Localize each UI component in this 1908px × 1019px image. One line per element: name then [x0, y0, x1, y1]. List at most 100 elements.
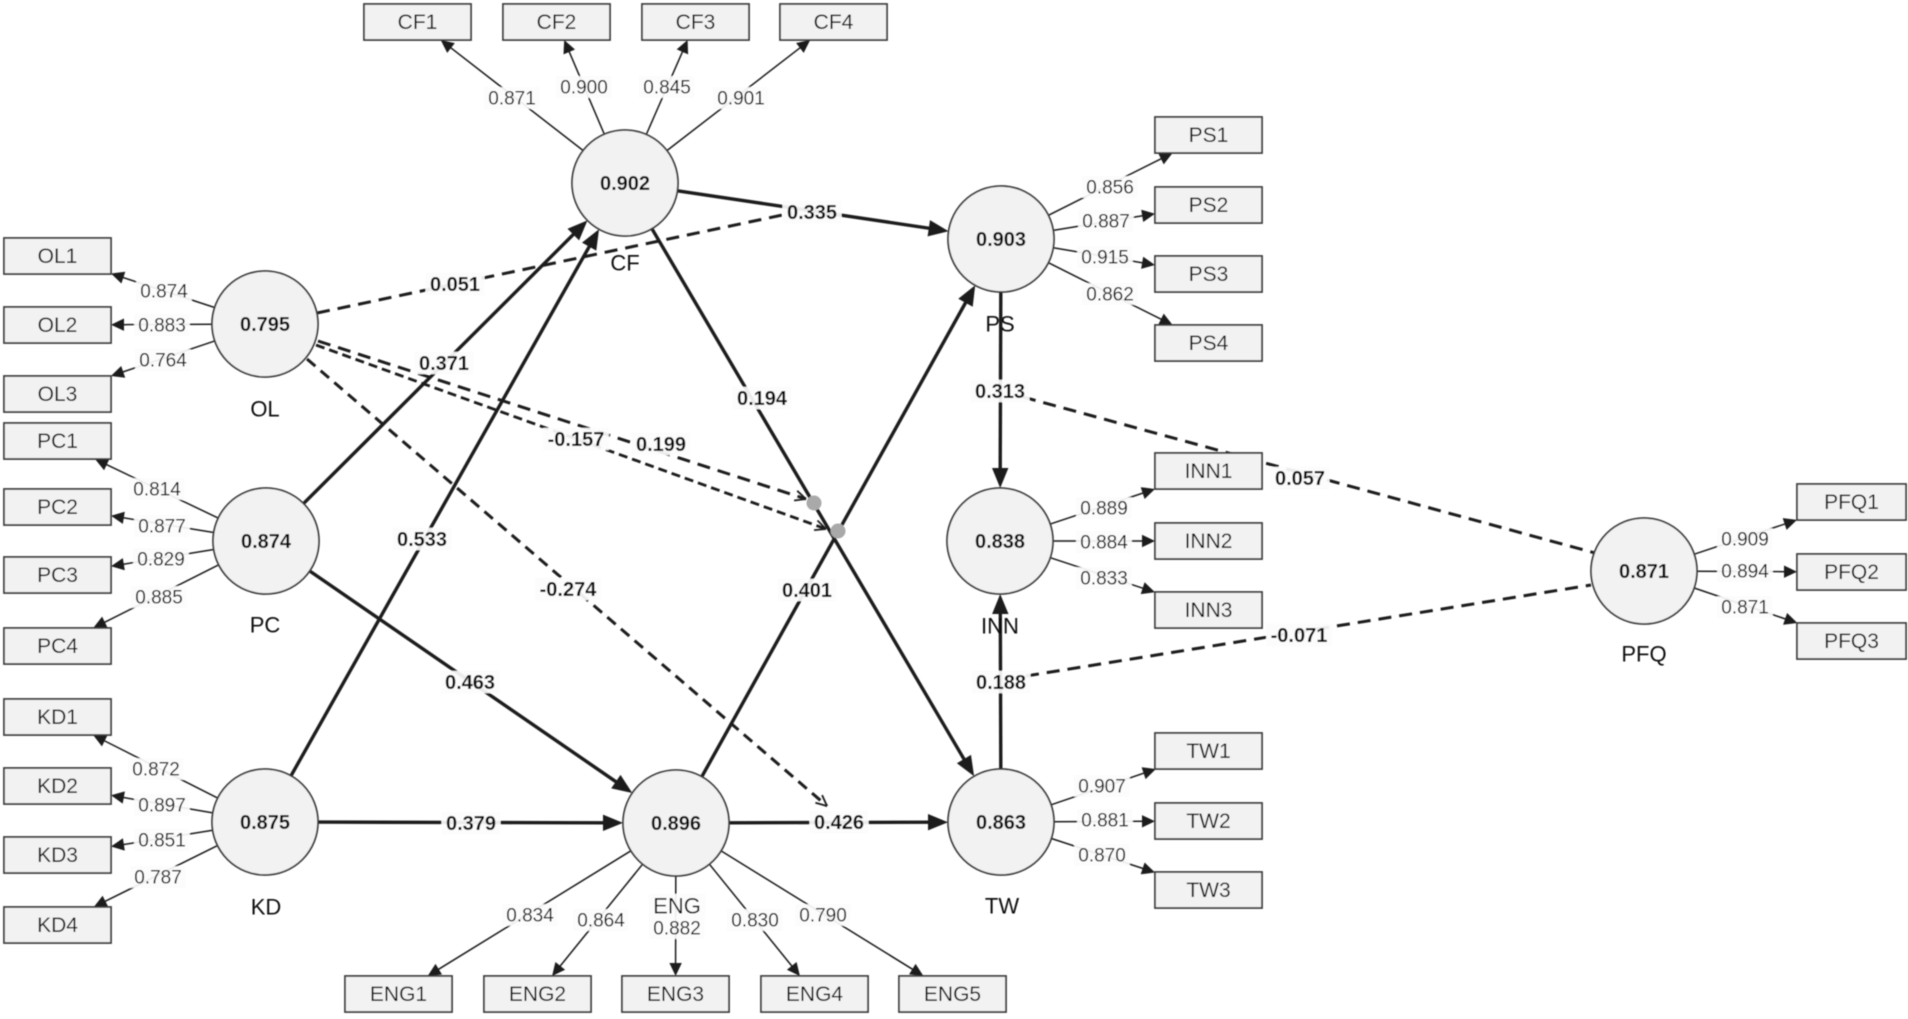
svg-text:KD4: KD4: [37, 914, 78, 937]
svg-text:OL1: OL1: [38, 245, 78, 268]
svg-text:-0.071: -0.071: [1271, 625, 1328, 647]
svg-text:0.313: 0.313: [975, 381, 1025, 403]
svg-text:0.901: 0.901: [717, 89, 765, 110]
svg-text:0.871: 0.871: [488, 89, 536, 110]
svg-text:0.787: 0.787: [134, 868, 182, 889]
svg-text:0.856: 0.856: [1086, 178, 1134, 199]
svg-text:-0.274: -0.274: [540, 579, 598, 601]
svg-text:0.897: 0.897: [138, 796, 186, 817]
svg-text:0.401: 0.401: [782, 580, 832, 602]
svg-text:0.057: 0.057: [1275, 468, 1325, 490]
svg-text:0.875: 0.875: [240, 812, 290, 834]
svg-text:TW1: TW1: [1186, 740, 1230, 763]
svg-text:CF2: CF2: [537, 11, 577, 34]
svg-text:OL2: OL2: [38, 314, 78, 337]
svg-text:0.335: 0.335: [787, 202, 837, 224]
svg-text:INN1: INN1: [1185, 460, 1233, 483]
svg-text:PC: PC: [250, 613, 281, 638]
svg-text:TW: TW: [985, 894, 1019, 919]
svg-text:0.903: 0.903: [976, 229, 1026, 251]
svg-text:0.909: 0.909: [1721, 530, 1769, 551]
svg-text:OL: OL: [250, 397, 279, 422]
svg-text:CF1: CF1: [398, 11, 438, 34]
svg-text:TW2: TW2: [1186, 810, 1230, 833]
svg-text:ENG2: ENG2: [509, 983, 566, 1006]
svg-text:PFQ3: PFQ3: [1824, 630, 1879, 653]
svg-text:0.426: 0.426: [814, 812, 864, 834]
svg-text:0.199: 0.199: [636, 434, 686, 456]
svg-text:PS4: PS4: [1189, 332, 1229, 355]
svg-text:PC3: PC3: [37, 564, 78, 587]
svg-text:0.887: 0.887: [1082, 212, 1130, 233]
svg-text:ENG5: ENG5: [924, 983, 981, 1006]
svg-text:ENG3: ENG3: [647, 983, 704, 1006]
svg-text:0.881: 0.881: [1081, 811, 1129, 832]
svg-text:0.870: 0.870: [1078, 846, 1126, 867]
svg-text:0.795: 0.795: [240, 314, 290, 336]
svg-text:0.833: 0.833: [1080, 569, 1128, 590]
svg-text:PC2: PC2: [37, 496, 78, 519]
svg-text:0.902: 0.902: [600, 173, 650, 195]
svg-text:OL3: OL3: [38, 383, 78, 406]
svg-text:0.790: 0.790: [799, 906, 847, 927]
svg-text:0.885: 0.885: [135, 588, 183, 609]
svg-text:0.371: 0.371: [419, 353, 469, 375]
svg-text:ENG: ENG: [653, 894, 701, 919]
svg-text:ENG1: ENG1: [370, 983, 427, 1006]
svg-text:0.877: 0.877: [138, 517, 186, 538]
svg-text:0.051: 0.051: [430, 274, 480, 296]
svg-text:0.894: 0.894: [1721, 562, 1769, 583]
svg-text:0.883: 0.883: [138, 316, 186, 337]
svg-text:0.830: 0.830: [731, 911, 779, 932]
svg-text:PS2: PS2: [1189, 194, 1229, 217]
svg-text:0.379: 0.379: [446, 813, 496, 835]
svg-text:0.188: 0.188: [976, 672, 1026, 694]
svg-text:KD1: KD1: [37, 706, 78, 729]
svg-text:KD3: KD3: [37, 844, 78, 867]
svg-text:0.764: 0.764: [139, 351, 187, 372]
svg-text:TW3: TW3: [1186, 879, 1230, 902]
svg-text:0.194: 0.194: [737, 388, 788, 410]
svg-text:0.845: 0.845: [643, 78, 691, 99]
svg-text:PFQ: PFQ: [1621, 642, 1666, 667]
svg-text:CF3: CF3: [676, 11, 716, 34]
svg-text:0.838: 0.838: [975, 531, 1025, 553]
svg-text:PS: PS: [985, 312, 1014, 337]
svg-text:0.871: 0.871: [1721, 598, 1769, 619]
svg-text:0.864: 0.864: [577, 911, 625, 932]
svg-text:0.862: 0.862: [1086, 285, 1134, 306]
svg-text:CF4: CF4: [814, 11, 854, 34]
svg-text:PFQ2: PFQ2: [1824, 561, 1879, 584]
svg-text:INN2: INN2: [1185, 530, 1233, 553]
svg-text:0.829: 0.829: [137, 550, 185, 571]
svg-text:PS1: PS1: [1189, 124, 1229, 147]
svg-text:0.834: 0.834: [506, 906, 554, 927]
svg-text:0.884: 0.884: [1080, 533, 1128, 554]
svg-text:0.882: 0.882: [653, 919, 701, 940]
svg-text:0.871: 0.871: [1619, 561, 1669, 583]
svg-text:0.463: 0.463: [445, 672, 495, 694]
svg-text:PFQ1: PFQ1: [1824, 491, 1879, 514]
svg-text:0.915: 0.915: [1081, 248, 1129, 269]
svg-text:0.872: 0.872: [132, 760, 180, 781]
svg-text:0.533: 0.533: [397, 529, 447, 551]
svg-text:0.851: 0.851: [138, 831, 186, 852]
svg-text:0.874: 0.874: [140, 282, 188, 303]
svg-text:PC1: PC1: [37, 430, 78, 453]
svg-text:PS3: PS3: [1189, 263, 1229, 286]
svg-text:0.889: 0.889: [1080, 499, 1128, 520]
svg-text:ENG4: ENG4: [786, 983, 844, 1006]
svg-text:KD2: KD2: [37, 775, 78, 798]
svg-text:0.814: 0.814: [133, 480, 181, 501]
svg-text:INN3: INN3: [1185, 599, 1233, 622]
svg-text:0.900: 0.900: [560, 78, 608, 99]
svg-text:0.874: 0.874: [241, 531, 292, 553]
svg-text:KD: KD: [251, 895, 282, 920]
svg-text:INN: INN: [981, 614, 1019, 639]
svg-text:0.907: 0.907: [1078, 777, 1126, 798]
svg-text:CF: CF: [610, 251, 639, 276]
svg-text:0.863: 0.863: [976, 812, 1026, 834]
svg-text:0.896: 0.896: [651, 813, 701, 835]
svg-text:-0.157: -0.157: [548, 429, 605, 451]
svg-text:PC4: PC4: [37, 635, 78, 658]
